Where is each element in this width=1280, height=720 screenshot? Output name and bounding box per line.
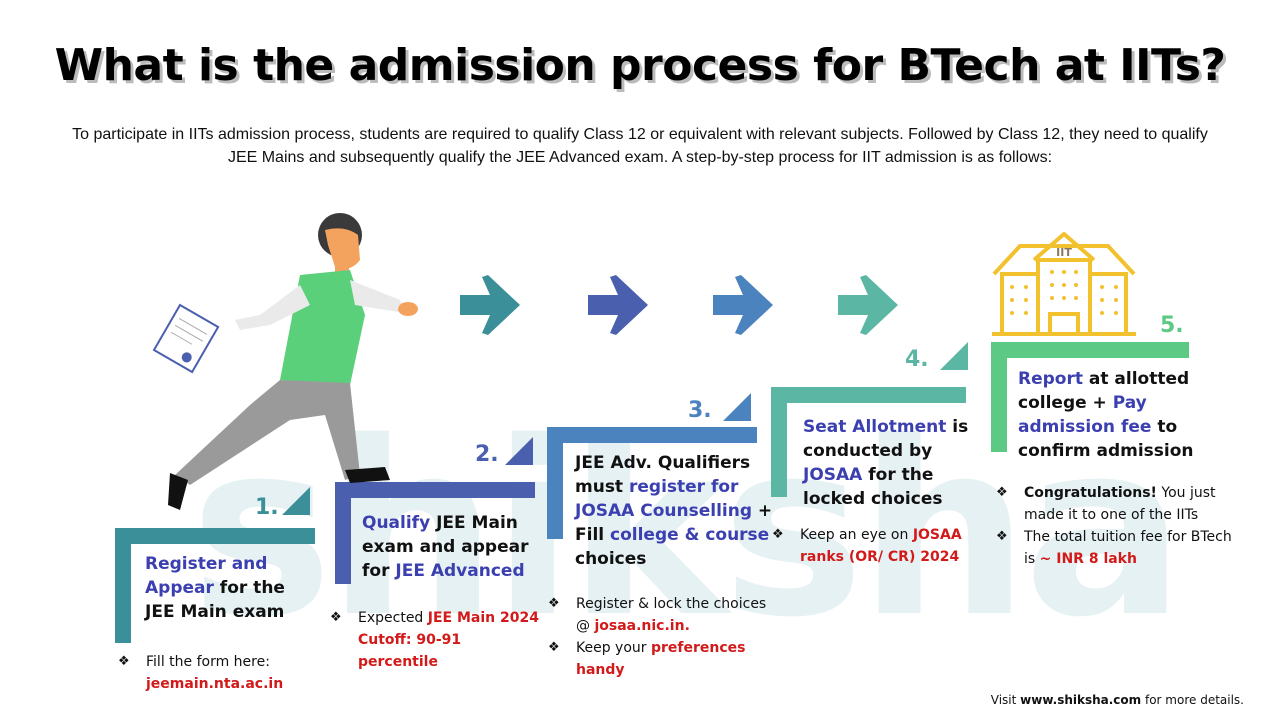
diamond-bullet-icon: ❖	[118, 654, 130, 669]
iit-building-icon: IIT	[992, 232, 1136, 336]
step-description: Report at allotted college + Pay admissi…	[1018, 369, 1194, 461]
step-notes: ❖Fill the form here: jeemain.nta.ac.in	[118, 651, 318, 695]
footer-note: Visit www.shiksha.com for more details.	[990, 693, 1244, 707]
page-title: What is the admission process for BTech …	[54, 40, 1226, 91]
diamond-bullet-icon: ❖	[772, 527, 784, 542]
note-item: ❖Fill the form here: jeemain.nta.ac.in	[118, 651, 318, 695]
step-number: 5.	[1160, 313, 1184, 338]
arrow-right-icon	[838, 275, 898, 335]
step-bracket	[771, 387, 966, 497]
note-item: ❖Congratulations! You just made it to on…	[996, 482, 1236, 526]
diamond-bullet-icon: ❖	[548, 640, 560, 655]
step-number: 2.	[475, 442, 499, 467]
step-notes: ❖Register & lock the choices @ josaa.nic…	[548, 593, 778, 681]
step-notes: ❖Expected JEE Main 2024 Cutoff: 90-91 pe…	[330, 607, 545, 673]
step-description: Seat Allotment is conducted by JOSAA for…	[803, 417, 969, 509]
triangle-marker-icon	[505, 437, 533, 465]
step-notes: ❖Congratulations! You just made it to on…	[996, 482, 1236, 570]
svg-text:IIT: IIT	[1056, 246, 1072, 259]
note-item: ❖Register & lock the choices @ josaa.nic…	[548, 593, 778, 637]
diamond-bullet-icon: ❖	[548, 596, 560, 611]
step-number: 4.	[905, 347, 929, 372]
step-description: JEE Adv. Qualifiers must register for JO…	[575, 453, 773, 569]
note-item: ❖Keep your preferences handy	[548, 637, 778, 681]
arrow-right-icon	[713, 275, 773, 335]
note-item: ❖Expected JEE Main 2024 Cutoff: 90-91 pe…	[330, 607, 545, 673]
triangle-marker-icon	[723, 393, 751, 421]
step-number: 3.	[688, 398, 712, 423]
diamond-bullet-icon: ❖	[330, 610, 342, 625]
note-item: ❖The total tuition fee for BTech is ~ IN…	[996, 526, 1236, 570]
step-bracket	[547, 427, 757, 539]
arrow-right-icon	[588, 275, 648, 335]
step-description: Register and Appear for the JEE Main exa…	[145, 554, 285, 622]
step-bracket	[115, 528, 315, 643]
step-bracket	[991, 342, 1189, 452]
step-number: 1.	[255, 495, 279, 520]
step-description: Qualify JEE Main exam and appear for JEE…	[362, 513, 529, 581]
step-bracket	[335, 482, 535, 584]
note-item: ❖Keep an eye on JOSAA ranks (OR/ CR) 202…	[772, 524, 982, 568]
triangle-marker-icon	[282, 487, 310, 515]
intro-paragraph: To participate in IITs admission process…	[72, 126, 1208, 166]
triangle-marker-icon	[940, 342, 968, 370]
arrow-right-icon	[460, 275, 520, 335]
diamond-bullet-icon: ❖	[996, 485, 1008, 500]
running-student-illustration	[152, 213, 418, 510]
step-notes: ❖Keep an eye on JOSAA ranks (OR/ CR) 202…	[772, 524, 982, 568]
diamond-bullet-icon: ❖	[996, 529, 1008, 544]
footer-link[interactable]: www.shiksha.com	[1020, 693, 1142, 707]
